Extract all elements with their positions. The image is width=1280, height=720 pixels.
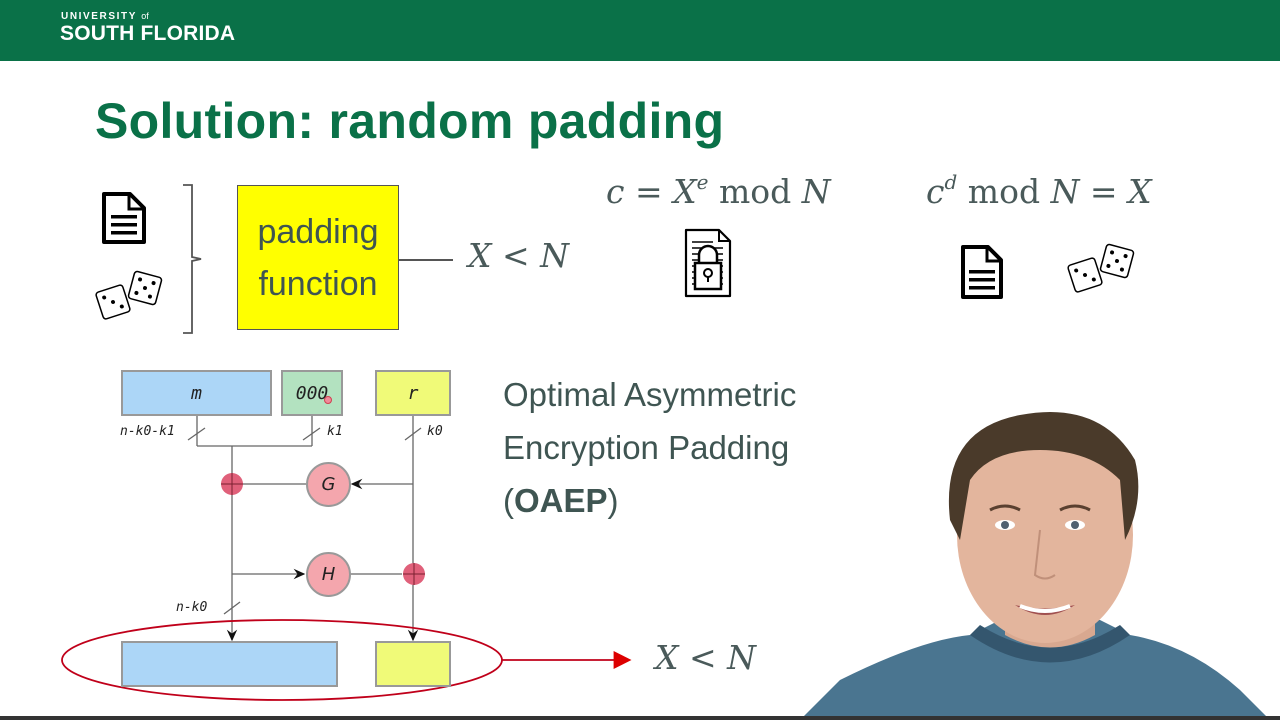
slide-title: Solution: random padding (95, 93, 725, 149)
locked-document-icon (684, 228, 732, 298)
document-icon (102, 192, 146, 244)
function-label: function (258, 264, 378, 303)
oaep-acronym: OAEP (514, 482, 608, 519)
output-condition-top: X < N (468, 236, 570, 275)
output-condition-bottom: X < N (655, 638, 757, 677)
university-name: SOUTH FLORIDA (60, 22, 236, 45)
padding-output-line (399, 259, 453, 261)
output-block-y (375, 641, 451, 687)
bit-label-k1: k1 (327, 424, 343, 439)
output-block-x (121, 641, 338, 687)
cursor-dot (324, 396, 332, 404)
dice-icon (1067, 243, 1135, 293)
brace-bracket (183, 184, 202, 334)
zero-padding-block: 000 (281, 370, 343, 416)
university-label: UNIVERSITY of (61, 11, 149, 22)
dice-icon (95, 270, 163, 320)
presenter-video (800, 412, 1270, 720)
video-bottom-border (0, 716, 1280, 720)
document-icon (961, 245, 1003, 299)
decrypt-formula: cd mod N = X (926, 170, 1152, 211)
bit-label-k0: k0 (427, 424, 443, 439)
padding-label: padding (257, 212, 379, 251)
oaep-line-2: Encryption Padding (503, 429, 790, 466)
university-header: UNIVERSITY of SOUTH FLORIDA (0, 0, 1280, 61)
encrypt-formula: c = Xe mod N (606, 170, 831, 211)
random-block: r (375, 370, 451, 416)
padding-function-box: padding function (237, 185, 399, 330)
xor-node-icon (403, 563, 425, 585)
g-function-node: G (306, 462, 351, 507)
oaep-description: Optimal Asymmetric Encryption Padding (O… (503, 368, 796, 527)
oaep-line-1: Optimal Asymmetric (503, 376, 797, 413)
h-function-node: H (306, 552, 351, 597)
message-block: m (121, 370, 272, 416)
bit-label-n-k0: n-k0 (176, 600, 208, 615)
oaep-line-3: (OAEP) (503, 482, 619, 519)
bit-label-n-k0-k1: n-k0-k1 (120, 424, 175, 439)
oaep-diagram-lines (61, 415, 632, 701)
xor-node-icon (221, 473, 243, 495)
